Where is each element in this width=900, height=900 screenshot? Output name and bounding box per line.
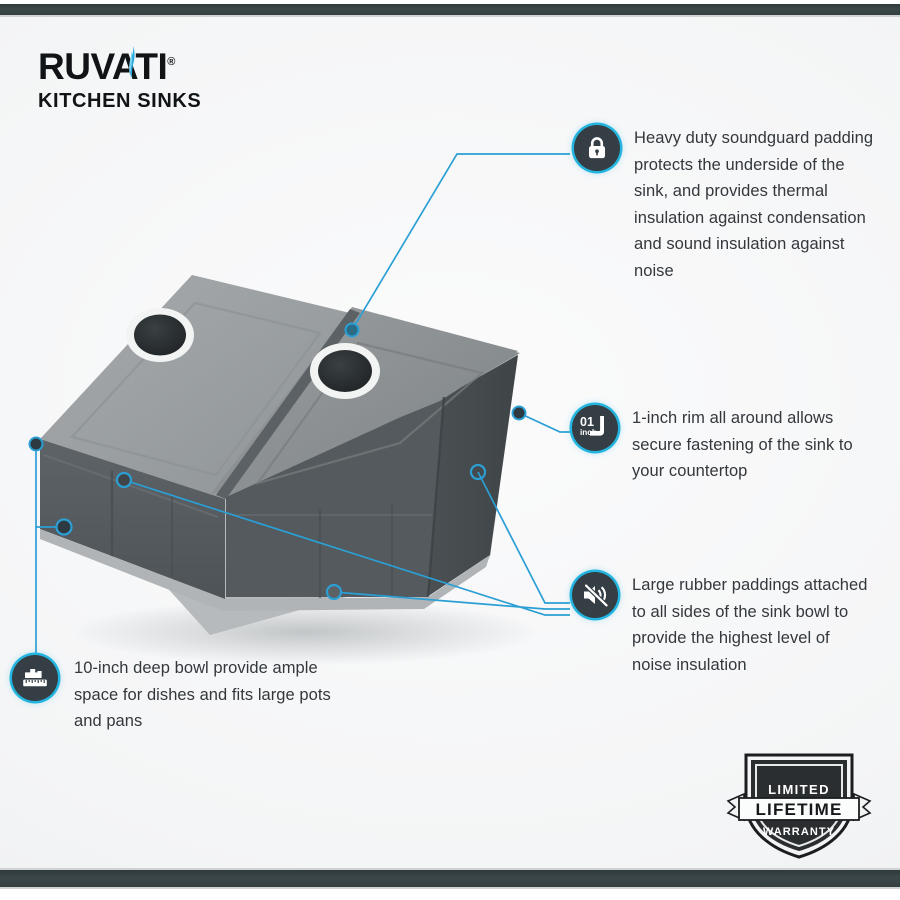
lock-badge [574, 125, 620, 171]
one-inch-rim-icon: 01 inch [580, 415, 604, 437]
ruler-depth-badge [12, 655, 58, 701]
speaker-mute-icon [583, 583, 609, 608]
callout-rubber-text: Large rubber paddings attached to all si… [632, 576, 868, 674]
warranty-line2: LIFETIME [755, 800, 842, 819]
frame-bar-bottom [0, 870, 900, 887]
brand-tagline: KITCHEN SINKS [38, 90, 202, 112]
product-image-double-bowl-sink [38, 275, 540, 665]
callout-rim-text: 1-inch rim all around allows secure fast… [632, 409, 853, 480]
registered-mark: ® [167, 56, 175, 68]
warranty-line1: LIMITED [768, 782, 830, 797]
warranty-line3: WARRANTY [763, 826, 835, 838]
brand-logo: RUVATI® KITCHEN SINKS [38, 42, 258, 112]
rim-icon-label-bottom: inch [580, 428, 597, 437]
brand-name-text: RUVATI [38, 46, 168, 87]
frame-edge-bottom-lower [0, 887, 900, 889]
speaker-mute-badge [572, 572, 618, 618]
callout-soundguard-text: Heavy duty soundguard padding protects t… [634, 129, 874, 280]
frame-bar-top [0, 4, 900, 15]
callout-rim: 01 inch 1-inch rim all around allows sec… [572, 405, 872, 485]
rim-icon-label-top: 01 [580, 415, 594, 429]
callout-soundguard: Heavy duty soundguard padding protects t… [574, 125, 874, 284]
frame-edge-bottom-upper [0, 868, 900, 870]
brand-name: RUVATI® [38, 42, 258, 87]
callout-deep-bowl-text: 10-inch deep bowl provide ample space fo… [74, 659, 331, 730]
content-area: RUVATI® KITCHEN SINKS [0, 17, 900, 868]
one-inch-rim-badge: 01 inch [572, 405, 618, 451]
lock-icon [588, 137, 606, 159]
frame-edge-top [0, 15, 900, 17]
callout-deep-bowl: 10-inch deep bowl provide ample space fo… [12, 655, 352, 735]
ruler-depth-icon [23, 669, 47, 687]
warranty-badge: LIMITED LIFETIME WARRANTY [726, 753, 872, 859]
callout-rubber-padding: Large rubber paddings attached to all si… [572, 572, 872, 678]
